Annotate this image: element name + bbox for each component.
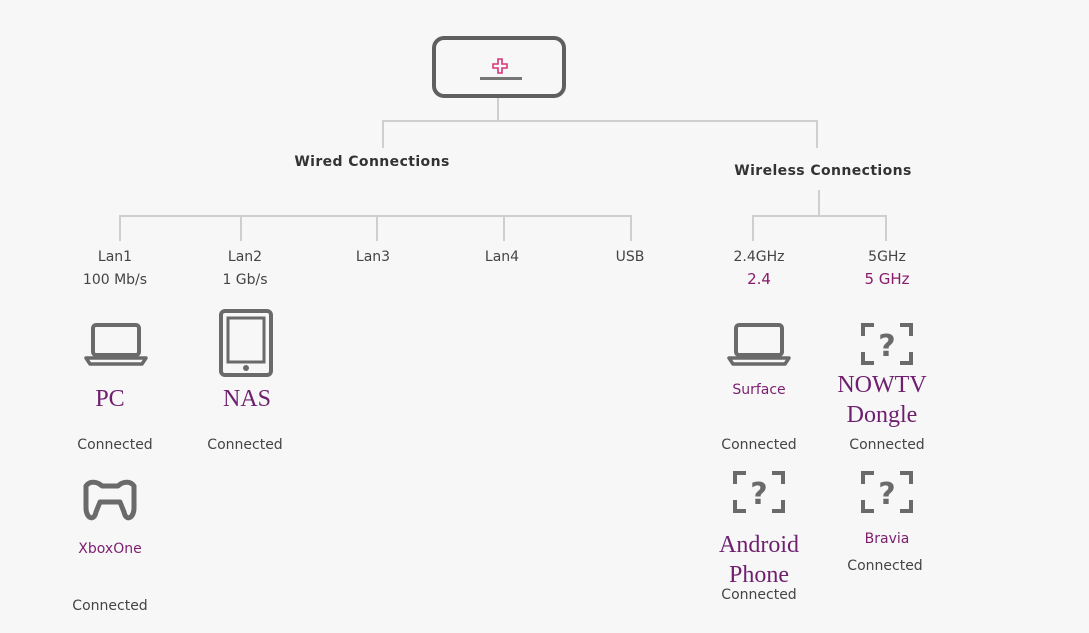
device-name-surface[interactable]: Surface — [732, 382, 786, 398]
device-status-nowtv: Connected — [849, 437, 925, 453]
branch-line — [382, 120, 818, 122]
svg-text:?: ? — [878, 329, 895, 364]
device-name-nowtv-text: NOWTV Dongle — [837, 372, 927, 428]
lan4-drop — [503, 215, 505, 241]
band-5-sublabel: 5 GHz — [864, 270, 910, 288]
unknown-device-icon[interactable]: ? — [732, 470, 786, 514]
band-5ghz[interactable]: 5GHz — [868, 249, 906, 265]
wireless-heading: Wireless Connections — [734, 163, 912, 179]
wireless-drop — [816, 120, 818, 148]
device-name-nas[interactable]: NAS — [222, 386, 272, 412]
band5-drop — [885, 215, 887, 241]
svg-text:?: ? — [750, 477, 767, 512]
device-status-xboxone: Connected — [72, 598, 148, 614]
router-icon[interactable] — [432, 36, 566, 98]
port-usb[interactable]: USB — [615, 249, 645, 265]
device-status-pc: Connected — [77, 437, 153, 453]
laptop-icon[interactable] — [727, 322, 791, 366]
plus-icon — [492, 58, 508, 74]
port-lan2[interactable]: Lan2 — [227, 249, 263, 265]
usb-drop — [630, 215, 632, 241]
lan1-speed: 100 Mb/s — [82, 272, 148, 288]
band-24ghz[interactable]: 2.4GHz — [733, 249, 785, 265]
wireless-stem — [818, 190, 820, 216]
port-lan1[interactable]: Lan1 — [97, 249, 133, 265]
router-stem — [497, 98, 499, 122]
device-status-android: Connected — [721, 587, 797, 603]
device-name-nowtv[interactable]: NOWTV Dongle — [822, 370, 942, 430]
unknown-device-icon[interactable]: ? — [860, 470, 914, 514]
lan3-drop — [376, 215, 378, 241]
wired-port-line — [119, 215, 632, 217]
laptop-icon[interactable] — [84, 322, 148, 366]
lan1-drop — [119, 215, 121, 241]
band24-drop — [752, 215, 754, 241]
port-lan4[interactable]: Lan4 — [484, 249, 520, 265]
router-status-bar — [480, 77, 522, 80]
device-status-bravia: Connected — [847, 558, 923, 574]
device-name-android[interactable]: Android Phone — [699, 530, 819, 590]
wired-drop — [382, 120, 384, 148]
device-name-xboxone[interactable]: XboxOne — [78, 541, 142, 557]
device-status-nas: Connected — [207, 437, 283, 453]
tablet-icon[interactable] — [218, 308, 274, 378]
device-name-android-text: Android Phone — [719, 532, 799, 588]
device-name-pc[interactable]: PC — [95, 386, 125, 412]
lan2-drop — [240, 215, 242, 241]
band-24-sublabel: 2.4 — [747, 270, 771, 288]
unknown-device-icon[interactable]: ? — [860, 322, 914, 366]
device-status-surface: Connected — [721, 437, 797, 453]
port-lan3[interactable]: Lan3 — [355, 249, 391, 265]
wireless-band-line — [752, 215, 887, 217]
gamepad-icon[interactable] — [80, 478, 140, 524]
device-name-bravia[interactable]: Bravia — [864, 531, 910, 547]
svg-text:?: ? — [878, 477, 895, 512]
lan2-speed: 1 Gb/s — [222, 272, 268, 288]
wired-heading: Wired Connections — [294, 154, 450, 170]
